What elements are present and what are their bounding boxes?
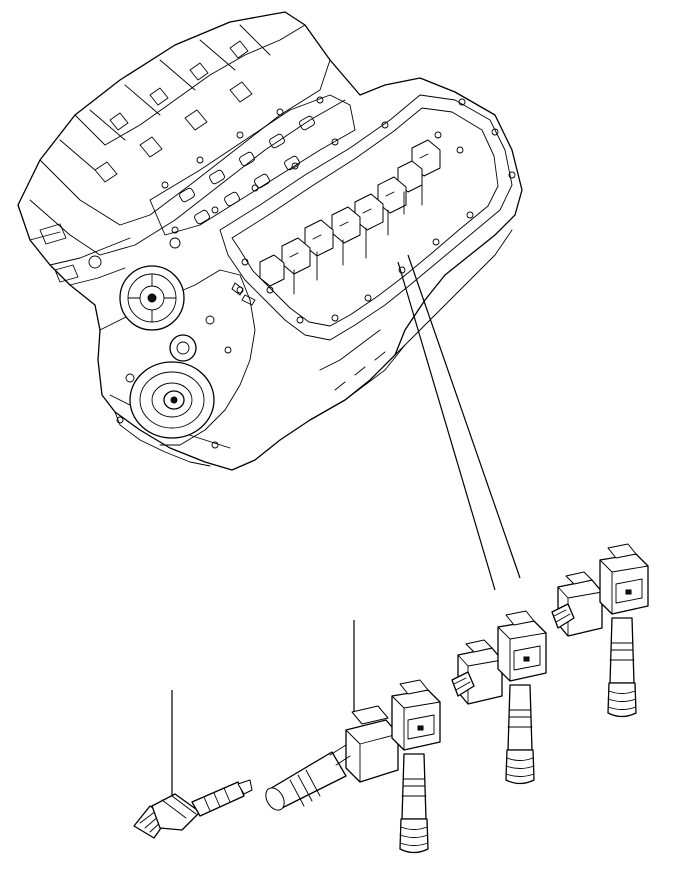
- coil-3: [451, 639, 503, 705]
- coil-5: [265, 705, 399, 811]
- spark-plug-icon: [133, 779, 253, 839]
- ignition-coils-leader: [397, 254, 521, 591]
- ignition-coil-icon: [265, 543, 649, 854]
- crank-pulley: [129, 361, 215, 439]
- coil-6: [391, 679, 441, 854]
- pulley-idler: [169, 334, 197, 362]
- v-engine-block-icon: [17, 11, 523, 471]
- coil-4: [497, 610, 547, 785]
- coil-1: [551, 571, 603, 637]
- pulley-upper: [119, 265, 185, 331]
- coil-2: [599, 543, 649, 718]
